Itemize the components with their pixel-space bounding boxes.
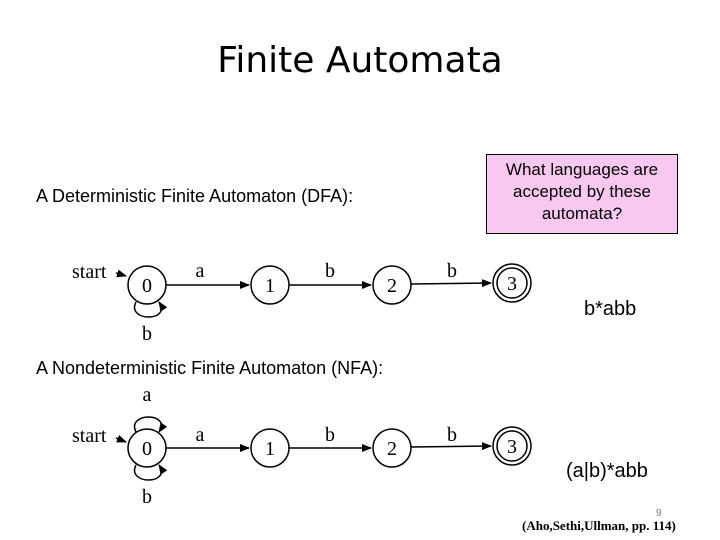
nfa-state-1-label: 1 bbox=[265, 438, 275, 460]
nfa-transition-label-b2: b bbox=[447, 424, 457, 446]
dfa-state-1-label: 1 bbox=[265, 275, 275, 297]
dfa-state-3-label: 3 bbox=[507, 273, 517, 295]
dfa-self-loop bbox=[133, 301, 168, 318]
dfa-state-3-inner bbox=[496, 267, 528, 299]
dfa-transition-label-a: a bbox=[196, 260, 205, 282]
dfa-transition-label-b2: b bbox=[447, 260, 457, 282]
page-number: 9 bbox=[656, 508, 662, 519]
dfa-diagram: start 0 1 2 3 a b b b bbox=[72, 260, 532, 345]
nfa-self-loop-bottom bbox=[133, 464, 168, 481]
nfa-state-3-label: 3 bbox=[507, 436, 517, 458]
dfa-transition-2-3 bbox=[410, 279, 492, 288]
dfa-state-0-label: 0 bbox=[142, 275, 152, 297]
dfa-loop-label: b bbox=[142, 323, 152, 345]
dfa-transition-label-b1: b bbox=[325, 260, 335, 282]
nfa-state-3-inner bbox=[496, 430, 528, 462]
nfa-self-loop-top bbox=[133, 416, 168, 433]
nfa-state-2-label: 2 bbox=[387, 438, 397, 460]
nfa-transition-2-3 bbox=[410, 442, 492, 451]
nfa-state-3-outer bbox=[492, 426, 532, 466]
dfa-state-2 bbox=[372, 265, 412, 305]
dfa-heading: A Deterministic Finite Automaton (DFA): bbox=[36, 186, 354, 206]
nfa-state-0-label: 0 bbox=[142, 438, 152, 460]
nfa-start-arrow bbox=[115, 434, 127, 443]
dfa-start-label: start bbox=[72, 261, 107, 283]
nfa-loop-top-label: a bbox=[143, 384, 152, 406]
slide-title: Finite Automata bbox=[217, 40, 503, 81]
nfa-start-label: start bbox=[72, 425, 107, 447]
dfa-state-2-label: 2 bbox=[387, 275, 397, 297]
nfa-language: (a|b)*abb bbox=[566, 460, 648, 482]
dfa-state-3-outer bbox=[492, 263, 532, 303]
question-callout: What languages are accepted by these aut… bbox=[486, 154, 678, 234]
nfa-transition-label-b1: b bbox=[325, 424, 335, 446]
nfa-loop-bottom-label: b bbox=[142, 486, 152, 508]
dfa-language: b*abb bbox=[584, 298, 637, 320]
dfa-start-arrow bbox=[115, 269, 127, 278]
citation: (Aho,Sethi,Ullman, pp. 114) bbox=[522, 518, 676, 533]
nfa-diagram: a start 0 1 2 3 a b b b bbox=[72, 384, 532, 508]
nfa-state-2 bbox=[372, 428, 412, 468]
nfa-heading: A Nondeterministic Finite Automaton (NFA… bbox=[36, 358, 384, 378]
nfa-transition-label-a: a bbox=[196, 424, 205, 446]
